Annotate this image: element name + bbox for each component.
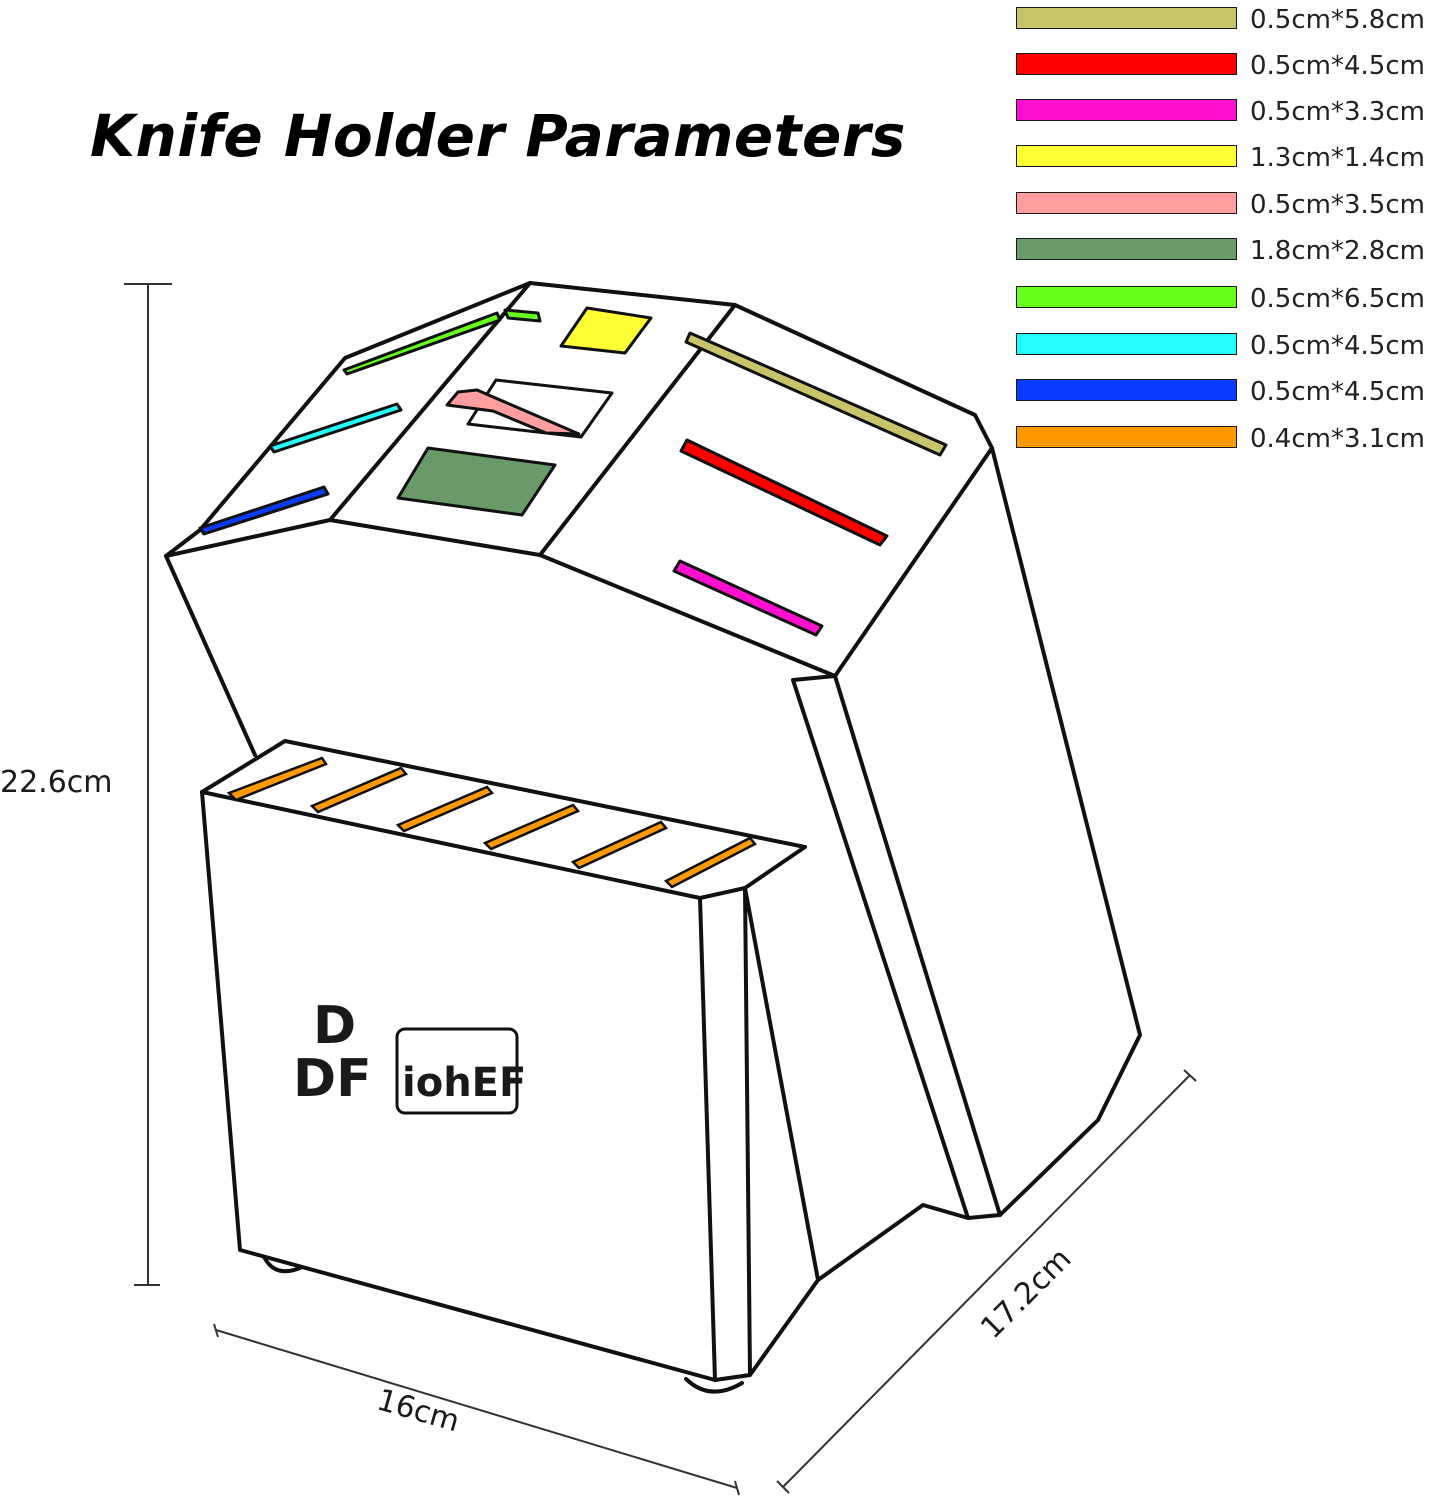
depth-dimension-line [776,1069,1197,1494]
rear-block-side-edge [164,554,257,757]
slot-orange-5 [570,820,669,870]
logo-iohef: iohEF [402,1060,526,1106]
slot-green-long [342,311,502,376]
slot-orange-2 [309,766,409,814]
legend-item: 0.5cm*4.5cm [1016,376,1446,423]
legend-label: 0.5cm*3.3cm [1250,97,1425,127]
foot-right [684,1377,744,1394]
legend-item: 0.5cm*4.5cm [1016,50,1446,97]
legend-label: 0.5cm*5.8cm [1250,5,1425,35]
logo-df: DF [293,1049,372,1109]
legend-item: 0.5cm*3.3cm [1016,96,1446,143]
legend-label: 0.5cm*6.5cm [1250,284,1425,314]
height-label: 22.6cm [0,765,113,800]
legend-swatch [1016,145,1237,167]
slot-pink [445,388,581,436]
legend-item: 0.4cm*3.1cm [1016,423,1446,470]
brand-logo: D DF iohEF [293,996,526,1115]
legend-label: 1.8cm*2.8cm [1250,236,1425,266]
logo-d-top: D [313,996,356,1056]
width-dimension-line [213,1323,740,1496]
legend-item: 1.8cm*2.8cm [1016,235,1446,282]
slot-orange-3 [395,785,495,833]
page-title: Knife Holder Parameters [90,102,906,170]
legend-item: 1.3cm*1.4cm [1016,142,1446,189]
slot-blue [198,485,330,536]
legend-swatch [1016,426,1237,448]
legend-swatch [1016,238,1237,260]
slot-red [679,438,889,547]
slot-cyan [268,402,403,454]
slot-olive [684,331,948,457]
logo-frame [395,1027,519,1115]
height-dimension-line [124,283,172,1286]
legend-label: 1.3cm*1.4cm [1250,143,1425,173]
legend-swatch [1016,53,1237,75]
slot-dark-green [396,446,557,517]
slot-orange-4 [482,803,581,851]
front-block-side [713,886,820,1382]
legend-label: 0.5cm*4.5cm [1250,51,1425,81]
legend-item: 0.5cm*5.8cm [1016,4,1446,51]
legend-swatch [1016,99,1237,121]
legend-swatch [1016,192,1237,214]
foot-left [262,1255,302,1274]
legend-swatch [1016,286,1237,308]
legend-label: 0.4cm*3.1cm [1250,424,1425,454]
legend-item: 0.5cm*3.5cm [1016,189,1446,236]
legend-swatch [1016,7,1237,29]
slot-green-short [503,308,542,323]
slot-yellow [559,306,653,355]
rear-block-bevel [791,674,1002,1220]
depth-label: 17.2cm [974,1241,1078,1345]
top-face-front-edge [328,446,994,678]
legend-swatch [1016,379,1237,401]
front-block-top [200,739,807,900]
legend-swatch [1016,333,1237,355]
legend-label: 0.5cm*4.5cm [1250,331,1425,361]
slot-magenta [672,559,824,637]
legend-item: 0.5cm*4.5cm [1016,330,1446,377]
front-block-front [200,790,717,1382]
slot-orange-6 [663,836,757,889]
legend-label: 0.5cm*4.5cm [1250,377,1425,407]
legend-label: 0.5cm*3.5cm [1250,190,1425,220]
legend-item: 0.5cm*6.5cm [1016,283,1446,330]
slot-orange-1 [226,756,328,802]
